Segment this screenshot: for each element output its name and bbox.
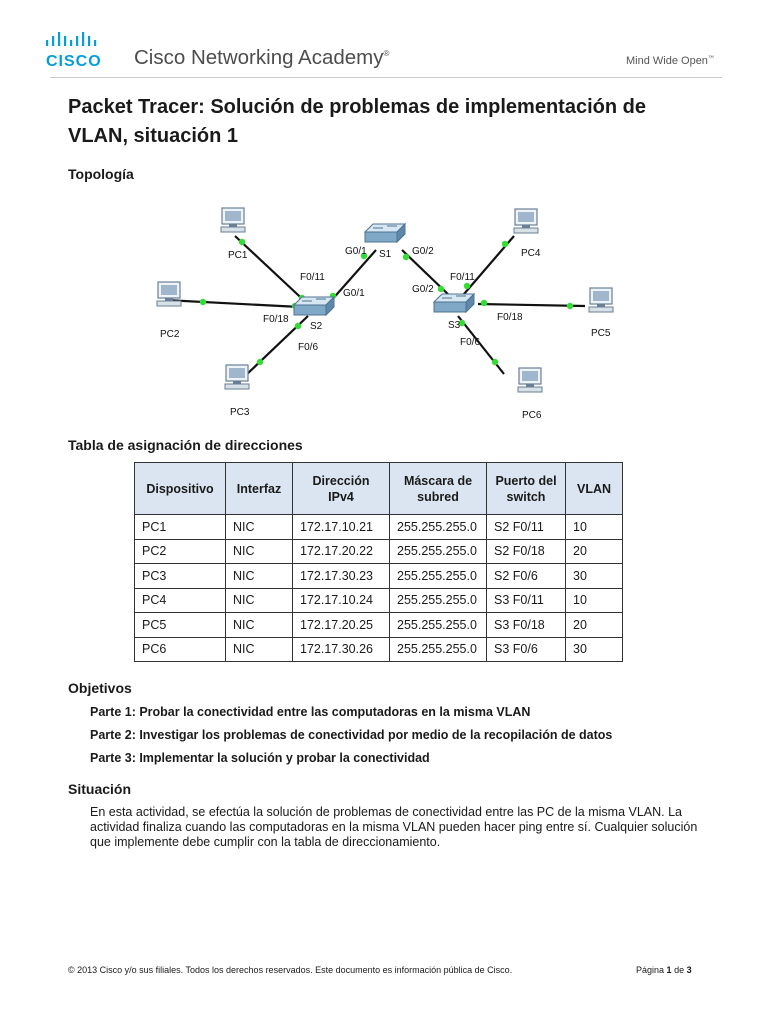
cell-mask: 255.255.255.0 [389,612,487,638]
label-pc4: PC4 [521,248,541,259]
label-s1: S1 [379,249,392,260]
port-s1-g01: G0/1 [345,246,367,257]
cell-ipv4: 172.17.10.21 [292,514,390,540]
s3-switch-icon [433,293,475,313]
pc6-icon [517,367,543,393]
label-s2: S2 [310,321,323,332]
label-pc5: PC5 [591,328,611,339]
port-s3-f06: F0/6 [460,337,480,348]
port-s2-f018: F0/18 [263,314,289,325]
table-row: PC4 NIC 172.17.10.24 255.255.255.0 S3 F0… [134,587,623,613]
cell-device: PC2 [134,538,226,564]
table-row: PC5 NIC 172.17.20.25 255.255.255.0 S3 F0… [134,612,623,638]
addressing-heading: Tabla de asignación de direcciones [68,437,303,453]
link-pc2-s2 [164,298,301,309]
cell-vlan: 20 [565,612,623,638]
table-row: PC1 NIC 172.17.10.21 255.255.255.0 S2 F0… [134,514,623,540]
col-header-device: Dispositivo [134,462,226,515]
cell-mask: 255.255.255.0 [389,636,487,662]
situation-heading: Situación [68,781,132,797]
port-s3-f018: F0/18 [497,312,523,323]
topology-diagram: PC1 PC2 PC3 PC4 PC5 PC6 S1 S2 S3 G0/1 G0… [156,207,614,421]
cell-vlan: 30 [565,636,623,662]
cell-mask: 255.255.255.0 [389,587,487,613]
cisco-logo-text: CISCO [46,53,102,70]
label-pc6: PC6 [522,410,542,421]
cell-switch-port: S2 F0/6 [486,563,566,589]
label-pc1: PC1 [228,250,248,261]
cell-switch-port: S3 F0/6 [486,636,566,662]
objective-part-2: Parte 2: Investigar los problemas de con… [90,728,613,742]
cell-mask: 255.255.255.0 [389,563,487,589]
s1-switch-icon [364,223,406,243]
port-s1-g02: G0/2 [412,246,434,257]
cell-vlan: 20 [565,538,623,564]
link-s2-s1 [329,249,377,303]
cell-interface: NIC [225,636,293,662]
cell-switch-port: S2 F0/18 [486,538,566,564]
cell-device: PC3 [134,563,226,589]
objectives-heading: Objetivos [68,680,132,696]
cell-vlan: 30 [565,563,623,589]
cell-interface: NIC [225,563,293,589]
port-s2-g01: G0/1 [343,288,365,299]
cell-ipv4: 172.17.30.23 [292,563,390,589]
col-header-interface: Interfaz [225,462,293,515]
cell-switch-port: S2 F0/11 [486,514,566,540]
port-s3-f011: F0/11 [450,272,475,283]
cell-device: PC4 [134,587,226,613]
pc3-icon [224,364,250,390]
table-row: PC3 NIC 172.17.30.23 255.255.255.0 S2 F0… [134,563,623,589]
objective-part-3: Parte 3: Implementar la solución y proba… [90,751,430,765]
cell-device: PC6 [134,636,226,662]
cell-interface: NIC [225,514,293,540]
pc4-icon [513,208,539,234]
tagline: Mind Wide Open™ [626,55,714,67]
port-s3-g02: G0/2 [412,284,434,295]
objective-part-1: Parte 1: Probar la conectividad entre la… [90,705,531,719]
port-s2-f011: F0/11 [300,272,325,283]
link-pc1-s2 [234,235,313,309]
s2-switch-icon [293,296,335,316]
col-header-mask: Máscara de subred [389,462,487,515]
footer-page-number: Página 1 de 3 [636,965,692,975]
cell-interface: NIC [225,538,293,564]
col-header-switch-port: Puerto del switch [486,462,566,515]
brand-name: Cisco Networking Academy® [134,46,390,69]
cisco-logo: CISCO [46,32,102,70]
cell-vlan: 10 [565,514,623,540]
footer-copyright: © 2013 Cisco y/o sus filiales. Todos los… [68,965,513,975]
cell-device: PC1 [134,514,226,540]
situation-paragraph: En esta actividad, se efectúa la solució… [90,805,698,849]
label-pc2: PC2 [160,329,180,340]
cell-ipv4: 172.17.20.25 [292,612,390,638]
col-header-vlan: VLAN [565,462,623,515]
cell-ipv4: 172.17.30.26 [292,636,390,662]
col-header-ipv4: Dirección IPv4 [292,462,390,515]
pc2-icon [156,281,182,307]
cell-interface: NIC [225,612,293,638]
port-s2-f06: F0/6 [298,342,318,353]
cell-interface: NIC [225,587,293,613]
table-row: PC6 NIC 172.17.30.26 255.255.255.0 S3 F0… [134,636,623,662]
cell-ipv4: 172.17.20.22 [292,538,390,564]
cell-switch-port: S3 F0/18 [486,612,566,638]
table-row: PC2 NIC 172.17.20.22 255.255.255.0 S2 F0… [134,538,623,564]
pc1-icon [220,207,246,233]
label-pc3: PC3 [230,407,250,418]
header-divider [50,77,722,78]
cell-switch-port: S3 F0/11 [486,587,566,613]
cell-mask: 255.255.255.0 [389,538,487,564]
label-s3: S3 [448,320,461,331]
addressing-table: Dispositivo Interfaz Dirección IPv4 Másc… [134,462,623,662]
pc5-icon [588,287,614,313]
table-header-row: Dispositivo Interfaz Dirección IPv4 Másc… [134,462,623,515]
cell-device: PC5 [134,612,226,638]
topology-heading: Topología [68,166,134,182]
cell-vlan: 10 [565,587,623,613]
page-title: Packet Tracer: Solución de problemas de … [68,96,646,147]
cell-ipv4: 172.17.10.24 [292,587,390,613]
cell-mask: 255.255.255.0 [389,514,487,540]
